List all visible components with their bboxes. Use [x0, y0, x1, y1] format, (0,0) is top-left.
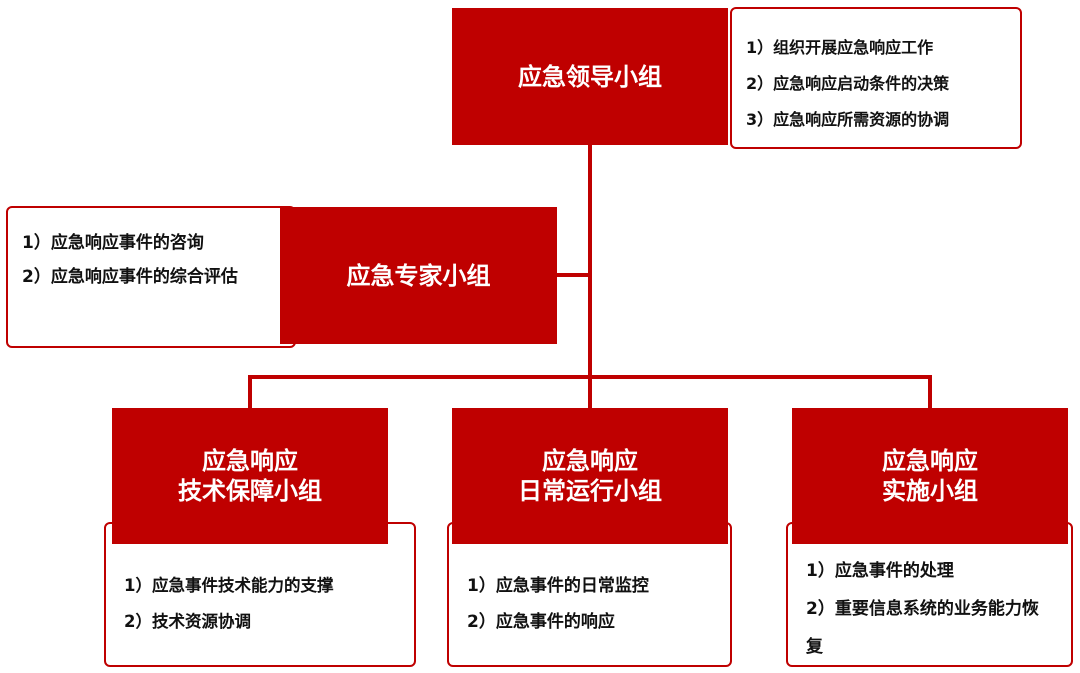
implementation-duty-item: 2）重要信息系统的业务能力恢复: [806, 599, 1039, 657]
expert-group-title: 应急专家小组: [346, 261, 491, 290]
leadership-duties-panel: 1）组织开展应急响应工作 2）应急响应启动条件的决策 3）应急响应所需资源的协调: [730, 7, 1022, 149]
leadership-group-title: 应急领导小组: [518, 62, 662, 91]
implementation-title-line2: 实施小组: [882, 477, 978, 505]
expert-duty-item: 1）应急响应事件的咨询: [22, 233, 204, 253]
tech-support-duty-item: 1）应急事件技术能力的支撑: [124, 576, 334, 595]
daily-ops-duty-item: 1）应急事件的日常监控: [467, 576, 649, 596]
leadership-group-box: 应急领导小组: [452, 8, 728, 145]
expert-duties-panel: 1）应急响应事件的咨询 2）应急响应事件的综合评估: [6, 206, 296, 348]
tech-support-title-line2: 技术保障小组: [178, 477, 322, 505]
leadership-duty-item: 3）应急响应所需资源的协调: [746, 110, 950, 129]
daily-ops-group-box: 应急响应 日常运行小组: [452, 408, 728, 544]
daily-ops-title-line1: 应急响应: [542, 447, 638, 475]
tech-support-duties-panel: 1）应急事件技术能力的支撑 2）技术资源协调: [104, 522, 416, 667]
tech-support-group-box: 应急响应 技术保障小组: [112, 408, 388, 544]
daily-ops-duty-item: 2）应急事件的响应: [467, 612, 615, 632]
daily-ops-duties-panel: 1）应急事件的日常监控 2）应急事件的响应: [447, 522, 732, 667]
leadership-duty-item: 2）应急响应启动条件的决策: [746, 74, 950, 93]
implementation-duty-item: 1）应急事件的处理: [806, 561, 954, 581]
expert-group-box: 应急专家小组: [280, 207, 557, 344]
tech-support-title-line1: 应急响应: [202, 447, 298, 475]
daily-ops-title-line2: 日常运行小组: [518, 477, 662, 505]
expert-duty-item: 2）应急响应事件的综合评估: [22, 267, 238, 287]
leadership-duty-item: 1）组织开展应急响应工作: [746, 38, 934, 57]
implementation-group-box: 应急响应 实施小组: [792, 408, 1068, 544]
implementation-title-line1: 应急响应: [882, 447, 978, 475]
tech-support-duty-item: 2）技术资源协调: [124, 612, 251, 631]
